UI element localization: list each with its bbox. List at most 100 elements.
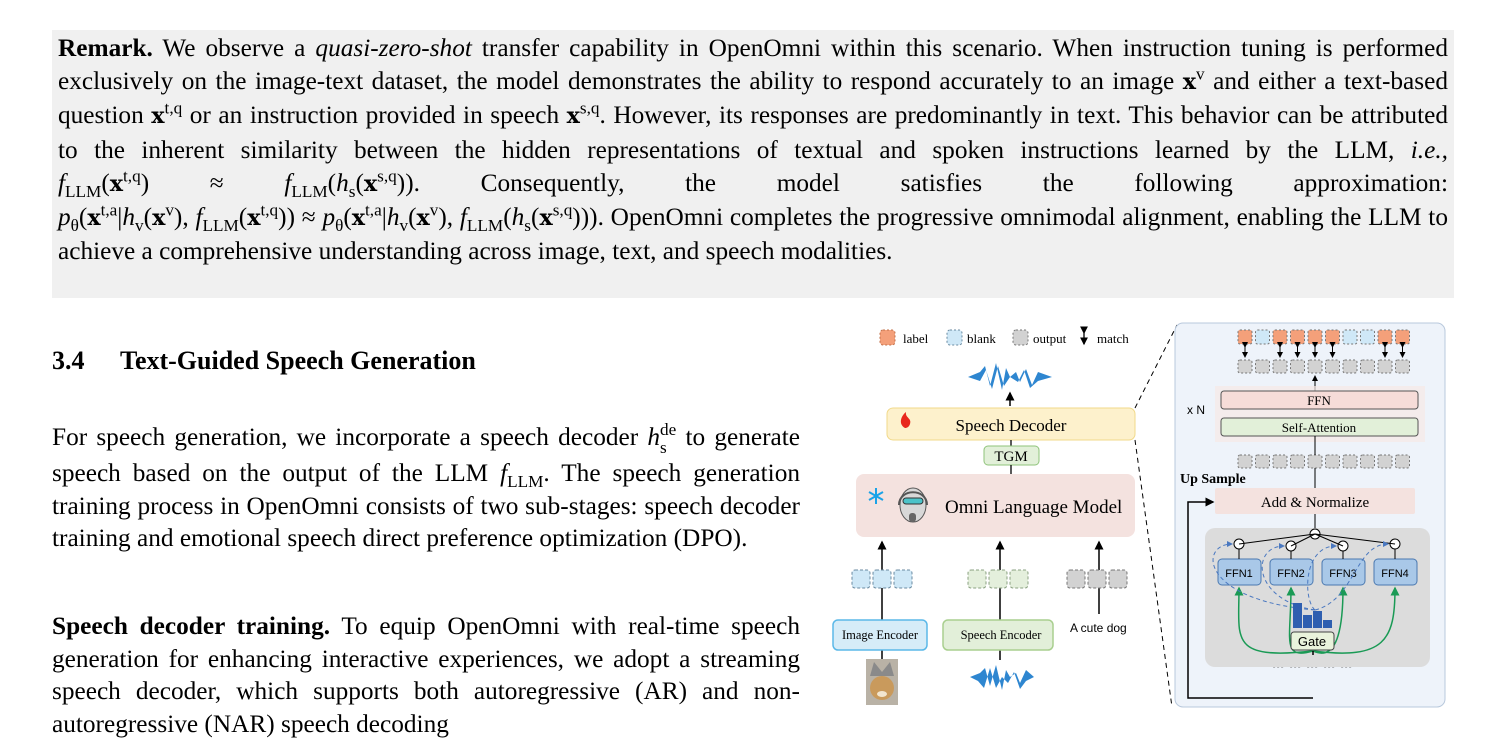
math-symbol: f xyxy=(195,203,203,232)
text-run: To equip OpenOmni with real-time speech … xyxy=(52,612,800,738)
self-attention-label: Self-Attention xyxy=(1282,420,1357,435)
token-output xyxy=(1255,454,1270,469)
bold-lead: Remark. xyxy=(58,34,153,62)
token-blank xyxy=(1360,329,1375,345)
text-run: . The speech generation training process… xyxy=(52,459,800,553)
math-sup: v xyxy=(165,200,174,220)
math-sub: s xyxy=(348,181,356,201)
math-symbol: p xyxy=(322,203,336,232)
math-symbol: ( xyxy=(531,203,540,232)
math-symbol: f xyxy=(500,459,508,488)
text-run: . However, its responses are predominant… xyxy=(58,101,1448,164)
token-output xyxy=(1307,454,1323,469)
token-output xyxy=(1360,359,1375,374)
expert-label: FFN1 xyxy=(1225,568,1253,580)
text-input-label: A cute dog xyxy=(1070,621,1127,635)
math-symbol: ( xyxy=(143,203,153,232)
section-title: Text-Guided Speech Generation xyxy=(120,346,476,375)
token-output xyxy=(1290,454,1305,469)
math-expression: pθ(xt,a|hv(xv), fLLM(hs(xs,q))) xyxy=(322,200,598,234)
token-label xyxy=(1325,329,1340,345)
math-symbol: f xyxy=(284,168,292,197)
text-run: For speech generation, we incorporate a … xyxy=(52,423,648,451)
math-symbol: ))) xyxy=(572,203,598,232)
math-sup: t,a xyxy=(365,200,382,220)
token-box xyxy=(988,569,1008,589)
math-expression: xs,q xyxy=(566,98,600,130)
token-label xyxy=(1237,329,1253,345)
legend-blank-swatch xyxy=(946,329,963,346)
math-symbol: | xyxy=(381,203,387,232)
legend-output-swatch xyxy=(1012,329,1029,346)
math-symbol: x xyxy=(109,170,124,197)
math-expression: fLLM xyxy=(500,459,543,490)
self-attention-box xyxy=(1220,417,1419,437)
image-encoder-box xyxy=(832,619,928,651)
math-symbol: h xyxy=(386,203,400,232)
text-run: We observe a xyxy=(152,34,316,62)
math-sup: s,q xyxy=(579,98,600,118)
speech-encoder-label: Speech Encoder xyxy=(961,628,1043,642)
math-sup: v xyxy=(1196,64,1205,84)
math-symbol: ( xyxy=(503,203,512,232)
token-output xyxy=(1342,359,1358,374)
math-symbol: | xyxy=(117,203,123,232)
token-output xyxy=(1237,359,1253,374)
math-symbol: x xyxy=(539,205,553,232)
text-run: quasi-zero-shot xyxy=(315,34,472,62)
token-output xyxy=(1395,454,1410,469)
token-output xyxy=(1377,454,1393,469)
text-run: transfer capability in OpenOmni within t… xyxy=(58,34,1448,96)
token-output xyxy=(1342,454,1358,469)
math-sup: de xyxy=(660,420,677,440)
math-sup: t,q xyxy=(164,98,183,118)
token-label xyxy=(1307,329,1323,345)
token-output xyxy=(1377,359,1393,374)
gate-bars-icon xyxy=(1293,603,1332,628)
waveform-input-icon xyxy=(970,665,1034,690)
add-normalize-box xyxy=(1215,488,1415,514)
paragraph-speech-decoder-training: Speech decoder training. To equip OpenOm… xyxy=(52,610,800,740)
math-symbol: x xyxy=(566,103,580,130)
math-symbol: ( xyxy=(327,168,337,197)
math-sub: LLM xyxy=(291,181,328,201)
math-symbol: h xyxy=(336,168,349,197)
math-symbol: x xyxy=(416,205,430,232)
math-symbol: ( xyxy=(408,203,417,232)
token-output xyxy=(1307,359,1323,374)
gate-box xyxy=(1290,631,1335,651)
tgm-label: TGM xyxy=(994,449,1027,465)
math-symbol: x xyxy=(247,205,261,232)
math-symbol: h xyxy=(511,203,525,232)
math-symbol: ( xyxy=(101,168,110,197)
text-run: i.e., xyxy=(1410,135,1448,164)
math-symbol: p xyxy=(58,203,71,232)
token-output xyxy=(1237,454,1253,469)
token-label xyxy=(1272,329,1288,345)
omni-language-model-box xyxy=(856,474,1135,537)
math-symbol: f xyxy=(58,168,66,197)
token-box xyxy=(1066,569,1086,589)
legend-blank-text: blank xyxy=(967,331,996,346)
math-symbol: x xyxy=(363,170,378,197)
math-expression: pθ(xt,a|hv(xv), fLLM(xt,q)) ≈ xyxy=(58,200,322,234)
legend: label blank output match xyxy=(879,326,1129,346)
text-run: . Consequently, the model satisfies the … xyxy=(413,168,1448,197)
math-symbol: x xyxy=(1182,69,1196,96)
flame-icon xyxy=(900,412,911,428)
math-symbol: ) ≈ xyxy=(140,168,285,197)
math-sub: LLM xyxy=(507,472,544,492)
token-box xyxy=(851,569,871,589)
math-sub: LLM xyxy=(466,216,504,236)
math-sup: t,q xyxy=(123,166,141,186)
math-sup: s,q xyxy=(377,166,397,186)
up-sample-label: Up Sample xyxy=(1180,472,1246,487)
text-run: to generate speech based on the output o… xyxy=(52,423,800,488)
math-symbol: ( xyxy=(355,168,364,197)
math-symbol: )) xyxy=(396,168,414,197)
image-encoder-label: Image Encoder xyxy=(842,628,919,642)
paragraph-speech-generation: For speech generation, we incorporate a … xyxy=(52,421,800,555)
